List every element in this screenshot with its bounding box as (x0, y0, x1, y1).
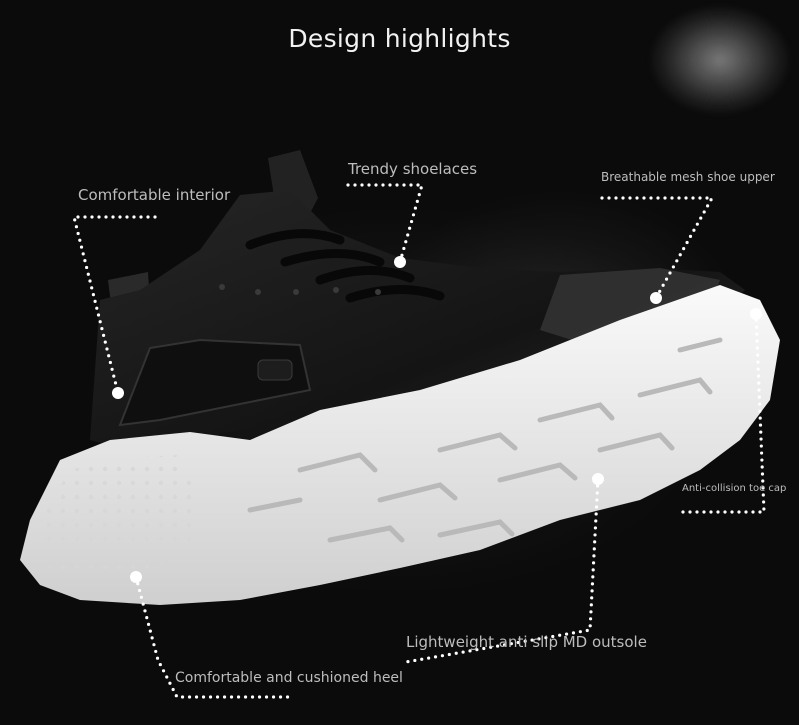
callout-label-toe-cap: Anti-collision toe cap (682, 483, 787, 494)
eyelets (219, 284, 381, 295)
outsole (20, 285, 780, 605)
laces (245, 229, 445, 303)
callout-label-shoelaces: Trendy shoelaces (348, 160, 478, 178)
callout-label-heel: Comfortable and cushioned heel (175, 670, 403, 686)
callout-markers (112, 256, 762, 583)
mist-effect (610, 0, 799, 160)
page-title: Design highlights (288, 24, 511, 53)
callout-label-mesh-upper: Breathable mesh shoe upper (601, 170, 775, 184)
tread-pattern (247, 337, 723, 543)
callout-lines (71, 183, 766, 699)
callout-label-outsole: Lightweight anti slip MD outsole (406, 633, 647, 651)
callout-label-interior: Comfortable interior (78, 186, 231, 204)
